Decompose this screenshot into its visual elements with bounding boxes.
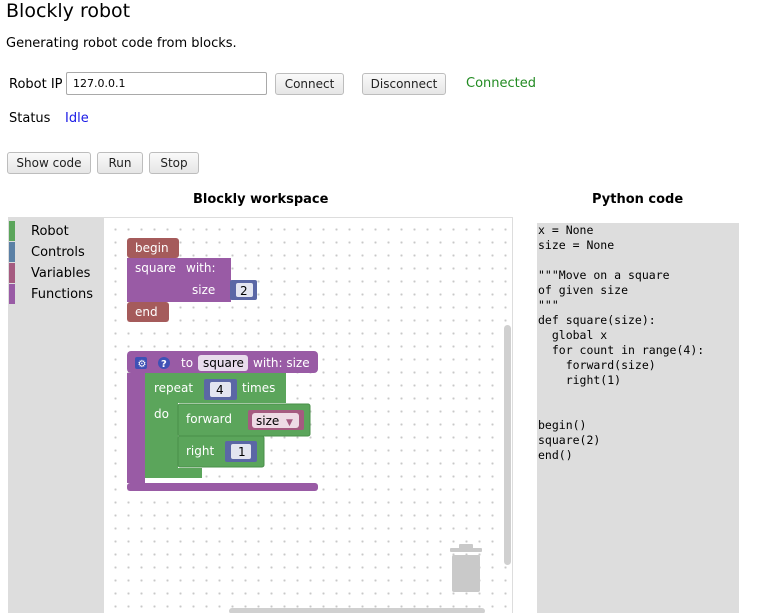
forward-var: size bbox=[256, 414, 279, 428]
code-line: global x bbox=[538, 328, 608, 342]
code-line: square(2) bbox=[538, 433, 601, 447]
trash-icon[interactable] bbox=[450, 544, 482, 592]
stop-button[interactable]: Stop bbox=[149, 152, 199, 174]
category-color-bar bbox=[9, 284, 15, 304]
def-with-label: with: size bbox=[253, 356, 310, 370]
status-label: Status bbox=[9, 111, 51, 126]
end-block-label: end bbox=[135, 305, 158, 319]
connect-button[interactable]: Connect bbox=[275, 73, 344, 95]
code-line: end() bbox=[538, 448, 573, 462]
horizontal-scrollbar[interactable] bbox=[229, 608, 485, 613]
code-line: x = None bbox=[538, 223, 594, 237]
run-button[interactable]: Run bbox=[97, 152, 143, 174]
variable-dropdown[interactable] bbox=[252, 413, 299, 428]
toolbox: Robot Controls Variables Functions bbox=[9, 218, 104, 613]
forward-block[interactable]: forward size ▼ bbox=[177, 403, 311, 437]
right-label: right bbox=[186, 444, 214, 458]
workspace-header: Blockly workspace bbox=[193, 192, 329, 207]
toolbox-category-variables[interactable]: Variables bbox=[9, 263, 104, 283]
code-line: """ bbox=[538, 298, 559, 312]
disconnect-button[interactable]: Disconnect bbox=[362, 73, 446, 95]
svg-text:?: ? bbox=[161, 359, 167, 370]
robot-ip-label: Robot IP bbox=[9, 77, 63, 92]
code-line: size = None bbox=[538, 238, 615, 252]
repeat-count-field[interactable] bbox=[210, 382, 231, 397]
category-color-bar bbox=[9, 221, 15, 241]
call-name-label: square bbox=[135, 261, 176, 275]
status-value: Idle bbox=[65, 111, 89, 126]
code-line bbox=[537, 403, 739, 418]
workspace-canvas[interactable]: begin square with: size 2 end bbox=[104, 218, 512, 613]
call-value: 2 bbox=[240, 284, 248, 298]
toolbox-category-robot[interactable]: Robot bbox=[9, 221, 104, 241]
code-line: for count in range(4): bbox=[538, 343, 705, 357]
category-label: Functions bbox=[31, 286, 94, 302]
connection-status: Connected bbox=[466, 76, 537, 91]
end-block[interactable]: end bbox=[127, 302, 169, 322]
code-line: right(1) bbox=[538, 373, 622, 387]
code-header: Python code bbox=[592, 192, 684, 207]
code-line: def square(size): bbox=[538, 313, 656, 327]
category-label: Controls bbox=[31, 244, 85, 260]
category-label: Robot bbox=[31, 223, 69, 239]
code-line bbox=[537, 388, 739, 403]
help-icon[interactable] bbox=[158, 357, 170, 369]
right-block[interactable]: right 1 bbox=[177, 435, 265, 468]
repeat-label: repeat bbox=[154, 381, 193, 395]
right-value-field[interactable] bbox=[231, 444, 251, 459]
begin-block-label: begin bbox=[135, 241, 169, 255]
repeat-count: 4 bbox=[216, 383, 224, 397]
category-label: Variables bbox=[31, 265, 91, 281]
repeat-times-label: times bbox=[242, 381, 275, 395]
show-code-button[interactable]: Show code bbox=[7, 152, 91, 174]
blocks-svg: begin square with: size 2 end bbox=[127, 238, 511, 613]
code-line: forward(size) bbox=[538, 358, 656, 372]
category-color-bar bbox=[9, 242, 15, 262]
code-line: of given size bbox=[538, 283, 629, 297]
square-call-block[interactable]: square with: size 2 bbox=[127, 258, 257, 302]
robot-ip-input[interactable] bbox=[66, 72, 267, 95]
forward-label: forward bbox=[186, 412, 232, 426]
code-line: """Move on a square bbox=[538, 268, 670, 282]
code-line bbox=[537, 253, 739, 268]
def-name: square bbox=[203, 356, 244, 370]
begin-block[interactable]: begin bbox=[127, 238, 179, 258]
svg-text:⚙: ⚙ bbox=[138, 359, 147, 370]
toolbox-category-controls[interactable]: Controls bbox=[9, 242, 104, 262]
do-label: do bbox=[154, 407, 169, 421]
category-color-bar bbox=[9, 263, 15, 283]
vertical-scrollbar[interactable] bbox=[504, 325, 511, 565]
chevron-down-icon: ▼ bbox=[286, 418, 293, 428]
page-title: Blockly robot bbox=[6, 0, 131, 22]
blockly-workspace[interactable]: Robot Controls Variables Functions begin… bbox=[8, 217, 513, 613]
call-param-label: size bbox=[192, 283, 215, 297]
call-with-label: with: bbox=[186, 261, 216, 275]
page-subtitle: Generating robot code from blocks. bbox=[6, 36, 237, 51]
repeat-block[interactable]: repeat 4 times do bbox=[145, 373, 286, 478]
toolbox-category-functions[interactable]: Functions bbox=[9, 284, 104, 304]
procedure-def-block[interactable]: ⚙ ? to square with: size bbox=[127, 351, 318, 491]
right-value: 1 bbox=[238, 445, 246, 459]
def-to-label: to bbox=[181, 356, 193, 370]
procedure-name-field[interactable] bbox=[198, 355, 248, 371]
gear-icon[interactable] bbox=[135, 357, 147, 369]
code-line: begin() bbox=[538, 418, 587, 432]
